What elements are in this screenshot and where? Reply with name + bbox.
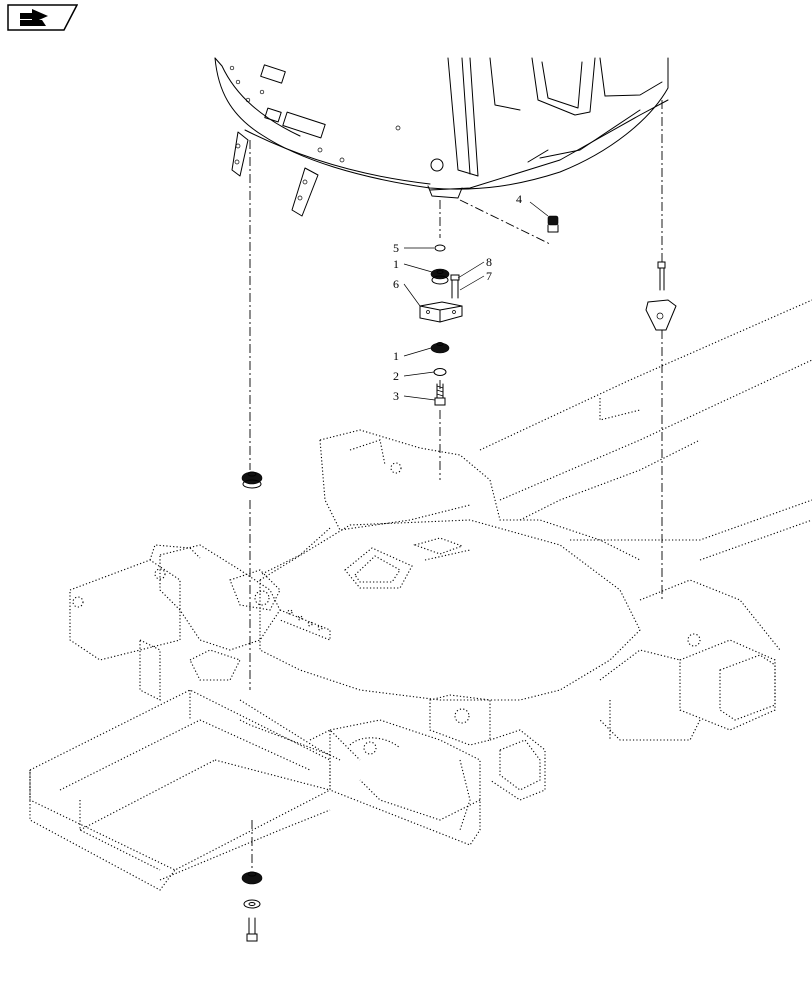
- exploded-hardware: [241, 215, 677, 942]
- callout-5: 5: [393, 241, 399, 255]
- previous-page-button[interactable]: [6, 4, 79, 31]
- upper-structure: [214, 57, 669, 217]
- callout-4: 4: [516, 192, 522, 206]
- callout-1b: 1: [393, 349, 399, 363]
- callout-2: 2: [393, 369, 399, 383]
- part-1-upper-mount: [430, 268, 450, 285]
- callout-1a: 1: [393, 257, 399, 271]
- part-6-plate: [419, 301, 463, 323]
- callout-leaders: [403, 201, 549, 401]
- lower-frame: [29, 299, 812, 891]
- callout-8: 8: [486, 255, 492, 269]
- part-4-nut: [547, 215, 559, 233]
- callout-6: 6: [393, 277, 399, 291]
- previous-page-arrow-icon: [7, 4, 79, 31]
- callouts: 4 5 1 6 8 7 1 2 3: [393, 192, 522, 403]
- part-3-bolt: [434, 383, 446, 406]
- callout-7: 7: [486, 269, 492, 283]
- callout-3: 3: [393, 389, 399, 403]
- assembly-centerlines: [249, 100, 663, 870]
